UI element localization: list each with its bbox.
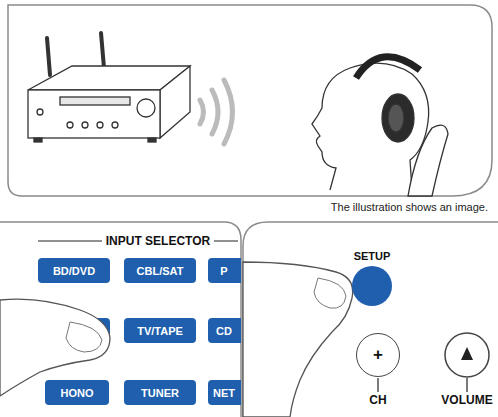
panel: [243, 222, 498, 417]
up-arrow-symbol: [461, 347, 473, 360]
input-button: HONO: [45, 380, 109, 405]
panel-clip: SETUP +: [243, 222, 498, 417]
input-button: CBL/SAT: [124, 258, 196, 283]
button-label: CD: [216, 325, 232, 337]
setup-button: SETUP: [348, 250, 396, 308]
button-label: +: [373, 345, 383, 365]
button-caption: VOLUME: [441, 393, 492, 407]
button-label: TUNER: [141, 387, 179, 399]
group-heading: INPUT SELECTOR: [102, 234, 214, 248]
button-label: BD/DVD: [53, 265, 95, 277]
button-label: P: [220, 265, 227, 277]
finger: [243, 262, 353, 417]
input-button: TUNER: [124, 380, 196, 405]
leader-line: [466, 378, 467, 392]
fingernail: [314, 278, 346, 308]
channel-button: +: [356, 333, 400, 377]
panel-clip: BD/DVD CBL/SAT P TV/TAPE CD HONO TUNER NET: [0, 222, 241, 417]
fingernail: [66, 322, 102, 352]
receiver: [28, 33, 190, 142]
wireless-waves: [200, 80, 233, 144]
input-button: BD/DVD: [38, 258, 110, 283]
input-button: CD: [208, 318, 241, 343]
input-button: P: [208, 258, 241, 283]
button-caption: CH: [369, 393, 386, 407]
button-label: NET: [213, 387, 235, 399]
button-label: CBL/SAT: [137, 265, 184, 277]
person-with-headphones: [312, 57, 448, 196]
panel: [8, 5, 492, 196]
leader-line: [377, 378, 378, 392]
button-label: HONO: [61, 387, 94, 399]
button-label: TV/TAPE: [137, 325, 183, 337]
button-face: [352, 266, 392, 306]
panel: [0, 222, 241, 417]
input-button: NET: [208, 380, 241, 405]
caption: The illustration shows an image.: [331, 201, 488, 213]
volume-button: [445, 333, 489, 377]
button-label: SETUP: [354, 250, 391, 262]
input-button: TV/TAPE: [124, 318, 196, 343]
